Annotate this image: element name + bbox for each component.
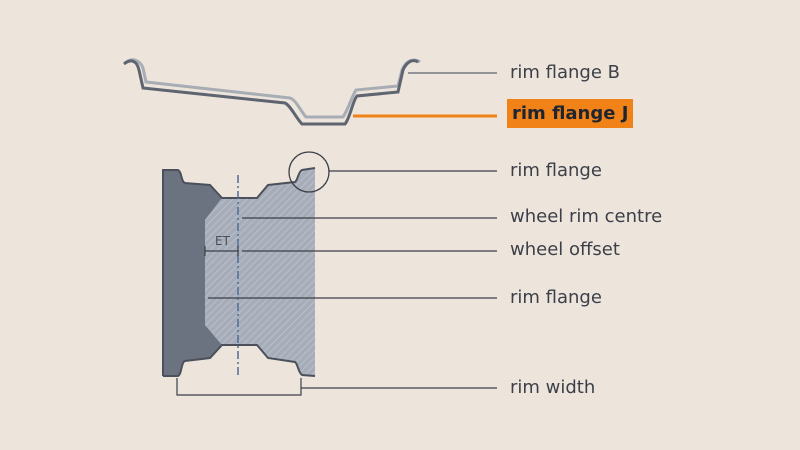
label-rim-flange-b: rim flange B xyxy=(510,62,621,83)
label-rim-flange-mid: rim flange xyxy=(510,287,602,308)
label-wheel-offset: wheel offset xyxy=(510,239,620,260)
wheel-outline xyxy=(162,167,316,377)
rim-flange-highlight-circle xyxy=(288,151,330,193)
rim-profile-j xyxy=(123,59,419,126)
label-rim-flange-j: rim flange J xyxy=(507,99,634,128)
wheel-section-light xyxy=(205,168,315,376)
label-rim-width: rim width xyxy=(510,377,596,398)
rim-width-bracket xyxy=(176,378,302,396)
label-rim-flange: rim flange xyxy=(510,160,602,181)
wheel-section-dark xyxy=(163,170,222,376)
label-wheel-rim-centre: wheel rim centre xyxy=(510,206,663,227)
rim-profile-b xyxy=(124,58,421,119)
et-label: ET xyxy=(215,234,230,248)
